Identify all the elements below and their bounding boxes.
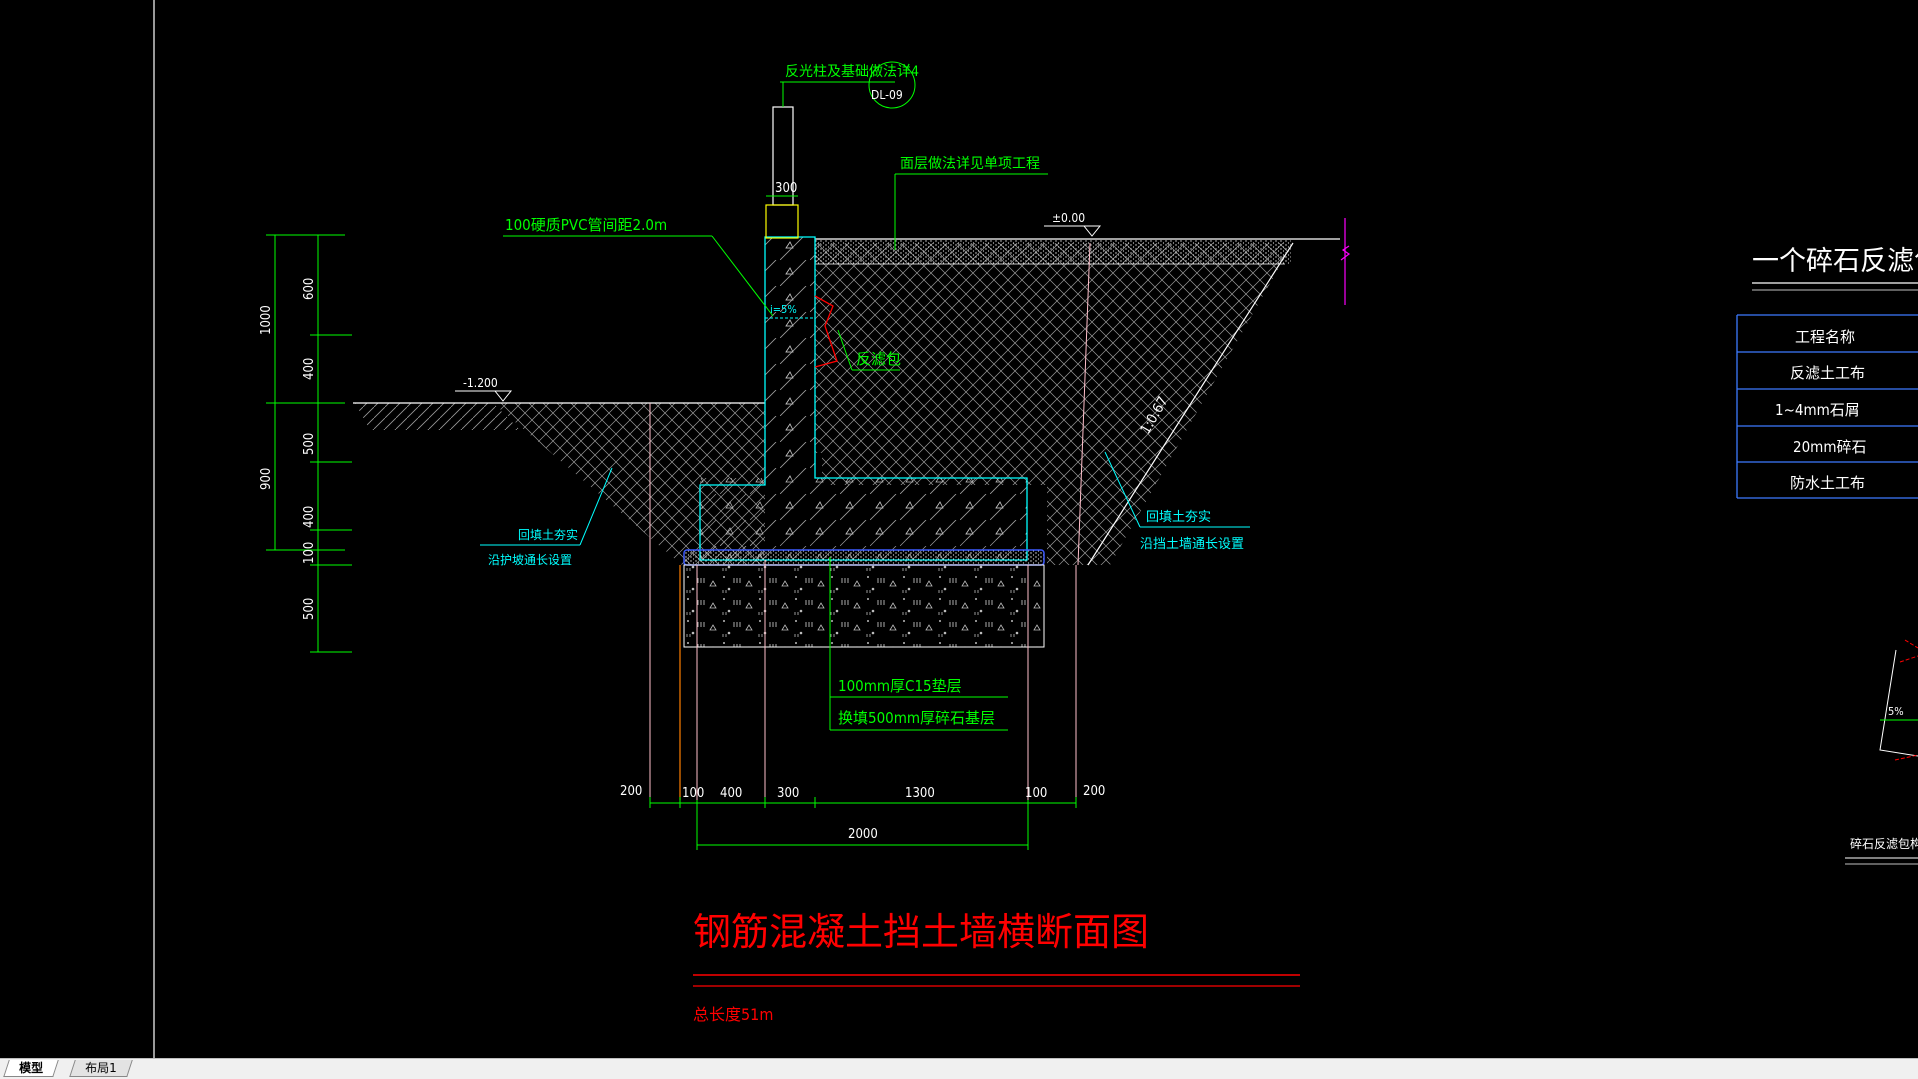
horizontal-dimensions — [649, 797, 1077, 850]
table-row: 工程名称 — [1795, 328, 1855, 346]
table-row: 反滤土工布 — [1790, 364, 1865, 382]
tab-model[interactable]: 模型 — [3, 1060, 59, 1077]
side-panel: 一个碎石反滤包 工程名称 反滤土工布 1~4mm石屑 20mm碎石 防水土工布 … — [1736, 246, 1918, 865]
svg-text:2000: 2000 — [848, 827, 878, 842]
note-gravel: 换填500mm厚碎石基层 — [838, 709, 995, 727]
detail-slope: 5% — [1888, 705, 1904, 718]
svg-text:1300: 1300 — [905, 786, 935, 801]
svg-text:100: 100 — [682, 786, 704, 801]
vertical-dim-text: 1000 600 400 900 500 400 100 500 — [259, 278, 317, 620]
svg-text:100: 100 — [1025, 786, 1047, 801]
note-reflector: 反光柱及基础做法详4 — [785, 63, 919, 80]
svg-text:500: 500 — [302, 598, 317, 620]
surface-layer — [815, 240, 1291, 264]
retaining-wall-section — [353, 106, 1340, 800]
note-backfill-right-2: 沿挡土墙通长设置 — [1140, 537, 1244, 552]
detail-sketch — [1879, 649, 1918, 757]
filter-bag — [814, 295, 838, 368]
gravel-base — [683, 564, 1045, 648]
backfill-lower-left — [493, 403, 765, 565]
tab-layout1[interactable]: 布局1 — [69, 1060, 133, 1077]
svg-text:400: 400 — [720, 786, 742, 801]
detail-ref: DL-09 — [871, 88, 903, 102]
side-panel-title: 一个碎石反滤包 — [1752, 246, 1918, 277]
svg-text:200: 200 — [620, 784, 642, 799]
note-filter-bag: 反滤包 — [856, 350, 901, 368]
detail-ref-circle — [868, 61, 916, 109]
note-pvc: 100硬质PVC管间距2.0m — [505, 216, 667, 234]
svg-text:400: 400 — [302, 506, 317, 528]
slope-line-right — [1087, 242, 1294, 566]
drawing-title-block: 钢筋混凝土挡土墙横断面图 总长度51m — [693, 910, 1300, 1024]
note-surface: 面层做法详见单项工程 — [900, 156, 1040, 172]
table-row: 防水土工布 — [1790, 474, 1865, 492]
note-backfill-right-1: 回填土夯实 — [1146, 510, 1211, 525]
tab-layout1-label: 布局1 — [85, 1061, 117, 1075]
dim-300-top: 300 — [775, 181, 797, 196]
cushion-c15 — [683, 549, 1045, 566]
detail-caption: 碎石反滤包构造 — [1850, 836, 1918, 851]
svg-text:400: 400 — [302, 358, 317, 380]
table-row: 20mm碎石 — [1793, 438, 1866, 456]
slope-small: i=5% — [770, 303, 797, 316]
break-mark — [1340, 218, 1351, 262]
horizontal-dim-text: 200 100 400 300 1300 100 200 2000 — [620, 784, 1105, 842]
level-neg-1200: -1.200 — [463, 376, 498, 390]
tab-model-label: 模型 — [19, 1061, 44, 1075]
level-zero: ±0.00 — [1052, 211, 1085, 225]
svg-text:500: 500 — [302, 433, 317, 455]
vertical-dimensions — [266, 234, 352, 653]
svg-text:200: 200 — [1083, 784, 1105, 799]
svg-text:300: 300 — [777, 786, 799, 801]
note-cushion: 100mm厚C15垫层 — [838, 677, 962, 695]
drawing-title: 钢筋混凝土挡土墙横断面图 — [693, 910, 1149, 954]
total-length: 总长度51m — [693, 1005, 773, 1024]
layer-table — [1736, 314, 1918, 499]
vertical-guide-lines — [649, 403, 1077, 800]
svg-text:100: 100 — [302, 542, 317, 564]
layout-tab-bar: 模型 布局1 — [0, 1058, 1918, 1079]
post-footing — [765, 204, 799, 239]
svg-text:600: 600 — [302, 278, 317, 300]
note-backfill-left-1: 回填土夯实 — [518, 527, 578, 542]
svg-text:1000: 1000 — [259, 305, 274, 335]
note-backfill-left-2: 沿护坡通长设置 — [488, 553, 572, 567]
ground-hatch-left — [355, 403, 520, 430]
annotations: 反光柱及基础做法详4 DL-09 面层做法详见单项工程 300 100硬质PVC… — [455, 61, 1250, 731]
table-row: 1~4mm石屑 — [1775, 401, 1860, 419]
svg-text:900: 900 — [259, 468, 274, 490]
